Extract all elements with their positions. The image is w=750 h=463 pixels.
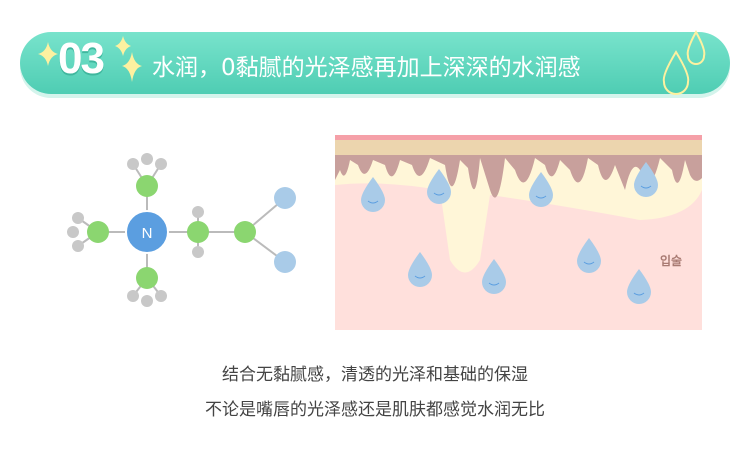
droplet-icon — [686, 29, 706, 65]
nitrogen-label: N — [142, 225, 153, 242]
carbon-atoms — [87, 175, 256, 289]
sparkle-icon — [38, 42, 58, 66]
caption-line-1: 结合无黏腻感，清透的光泽和基础的保湿 — [222, 365, 528, 385]
banner-title: 水润，0黏腻的光泽感再加上深深的水润感 — [152, 55, 581, 81]
sparkle-icon — [122, 52, 142, 82]
sparkle-icon — [115, 36, 131, 56]
droplet-icon — [577, 238, 601, 273]
title-banner — [20, 32, 730, 94]
caption-line-2: 不论是嘴唇的光泽感还是肌肤都感觉水润无比 — [205, 400, 545, 420]
droplet-icon — [361, 177, 385, 212]
droplet-icon — [482, 259, 506, 294]
droplet-icon — [627, 269, 651, 304]
lips-label: 입술 — [660, 254, 683, 268]
section-number: 03 — [58, 34, 105, 83]
hydrogen-atoms — [67, 153, 204, 307]
droplet-icon — [408, 252, 432, 287]
nitrogen-atom — [125, 210, 169, 254]
droplet-icon — [634, 162, 658, 197]
water-droplets — [361, 162, 658, 304]
droplet-icon — [662, 50, 690, 95]
droplet-icon — [427, 169, 451, 204]
droplet-icon — [529, 172, 553, 207]
